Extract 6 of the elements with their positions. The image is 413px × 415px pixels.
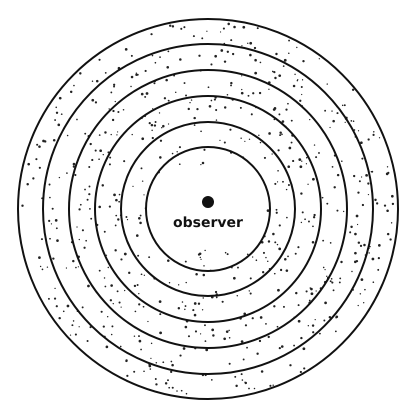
observer-circle (145, 146, 271, 272)
observer-label: observer (173, 215, 243, 231)
circle-ring (42, 43, 374, 375)
circle-ring (120, 121, 296, 297)
circle-ring (68, 69, 348, 349)
circle-ring (94, 95, 322, 323)
